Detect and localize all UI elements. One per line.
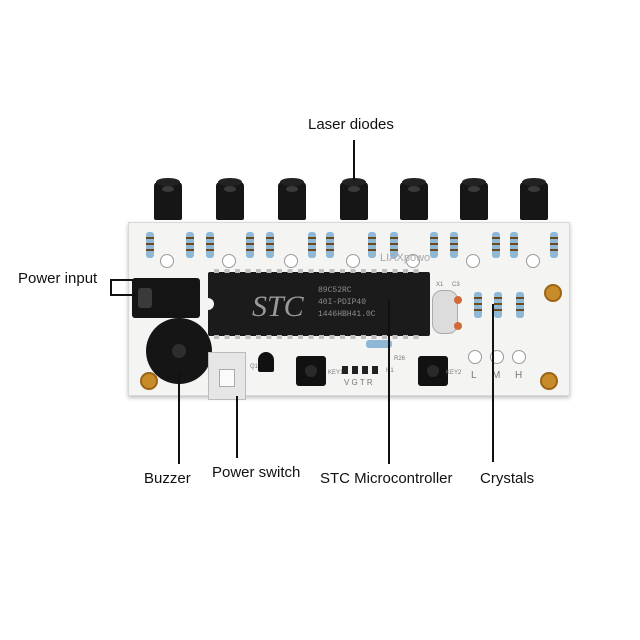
chip-logo: STC bbox=[252, 290, 304, 323]
laser-diode bbox=[520, 178, 548, 220]
mode-led bbox=[468, 350, 482, 364]
resistor bbox=[510, 232, 518, 258]
resistor bbox=[492, 232, 500, 258]
laser-diode bbox=[460, 178, 488, 220]
resistor bbox=[516, 292, 524, 318]
silk-x1: X1 bbox=[436, 282, 444, 288]
mode-led bbox=[512, 350, 526, 364]
power-jack bbox=[132, 278, 200, 318]
resistor bbox=[326, 232, 334, 258]
crystal bbox=[432, 290, 458, 334]
resistor bbox=[550, 232, 558, 258]
resistor bbox=[494, 292, 502, 318]
leader-power-input-drop bbox=[110, 279, 112, 295]
resistor bbox=[390, 232, 398, 258]
leader-power-switch bbox=[236, 396, 238, 458]
silk-q1: Q1 bbox=[250, 364, 259, 370]
resistor bbox=[368, 232, 376, 258]
leader-laser-diodes bbox=[353, 140, 355, 180]
mounting-screw bbox=[544, 284, 562, 302]
resistor bbox=[266, 232, 274, 258]
resistor bbox=[308, 232, 316, 258]
label-power-switch: Power switch bbox=[212, 464, 301, 481]
chip-marking: 40I-PDIP40 bbox=[318, 298, 367, 307]
mounting-screw bbox=[140, 372, 158, 390]
laser-diode bbox=[154, 178, 182, 220]
header-label: V G T R bbox=[344, 378, 373, 387]
resistor bbox=[146, 232, 154, 258]
silk-key1: KEY1 bbox=[328, 370, 344, 376]
resistor bbox=[206, 232, 214, 258]
leader-stc-microcontroller bbox=[388, 300, 390, 464]
silk-r26: R26 bbox=[394, 356, 406, 362]
resistor-r26 bbox=[366, 340, 392, 348]
capacitor bbox=[454, 322, 462, 330]
mode-label: H bbox=[515, 370, 523, 381]
laser-diode bbox=[216, 178, 244, 220]
resistor bbox=[450, 232, 458, 258]
capacitor bbox=[454, 296, 462, 304]
silk-c3: C3 bbox=[452, 282, 460, 288]
label-power-input: Power input bbox=[18, 270, 98, 287]
mode-label: L bbox=[471, 370, 477, 381]
led-pad bbox=[406, 254, 420, 268]
led-pad bbox=[346, 254, 360, 268]
silk-key2: KEY2 bbox=[446, 370, 462, 376]
key1-button[interactable] bbox=[296, 356, 326, 386]
mounting-screw bbox=[540, 372, 558, 390]
chip-marking: 1446HBH41.0C bbox=[318, 310, 376, 319]
stc-microcontroller-chip: STC 89C52RC 40I-PDIP40 1446HBH41.0C bbox=[204, 269, 430, 339]
label-crystals: Crystals bbox=[480, 470, 535, 487]
label-stc-microcontroller: STC Microcontroller bbox=[320, 470, 453, 487]
resistor bbox=[246, 232, 254, 258]
laser-diode bbox=[340, 178, 368, 220]
mode-label: M bbox=[492, 370, 501, 381]
leader-buzzer bbox=[178, 372, 180, 464]
leader-power-input-run bbox=[110, 294, 136, 296]
watermark-text: LIAXpowo bbox=[380, 252, 431, 264]
led-pad bbox=[526, 254, 540, 268]
pin-header bbox=[342, 366, 382, 374]
leader-crystals bbox=[492, 304, 494, 462]
led-pad bbox=[284, 254, 298, 268]
resistor bbox=[474, 292, 482, 318]
chip-marking: 89C52RC bbox=[318, 286, 352, 295]
laser-diode bbox=[400, 178, 428, 220]
led-pad bbox=[160, 254, 174, 268]
resistor bbox=[430, 232, 438, 258]
power-switch[interactable] bbox=[208, 352, 246, 400]
transistor bbox=[258, 352, 274, 372]
label-laser-diodes: Laser diodes bbox=[308, 116, 394, 133]
leader-power-input bbox=[110, 279, 134, 281]
led-pad bbox=[466, 254, 480, 268]
label-buzzer: Buzzer bbox=[144, 470, 191, 487]
key2-button[interactable] bbox=[418, 356, 448, 386]
resistor bbox=[186, 232, 194, 258]
led-pad bbox=[222, 254, 236, 268]
laser-diode bbox=[278, 178, 306, 220]
